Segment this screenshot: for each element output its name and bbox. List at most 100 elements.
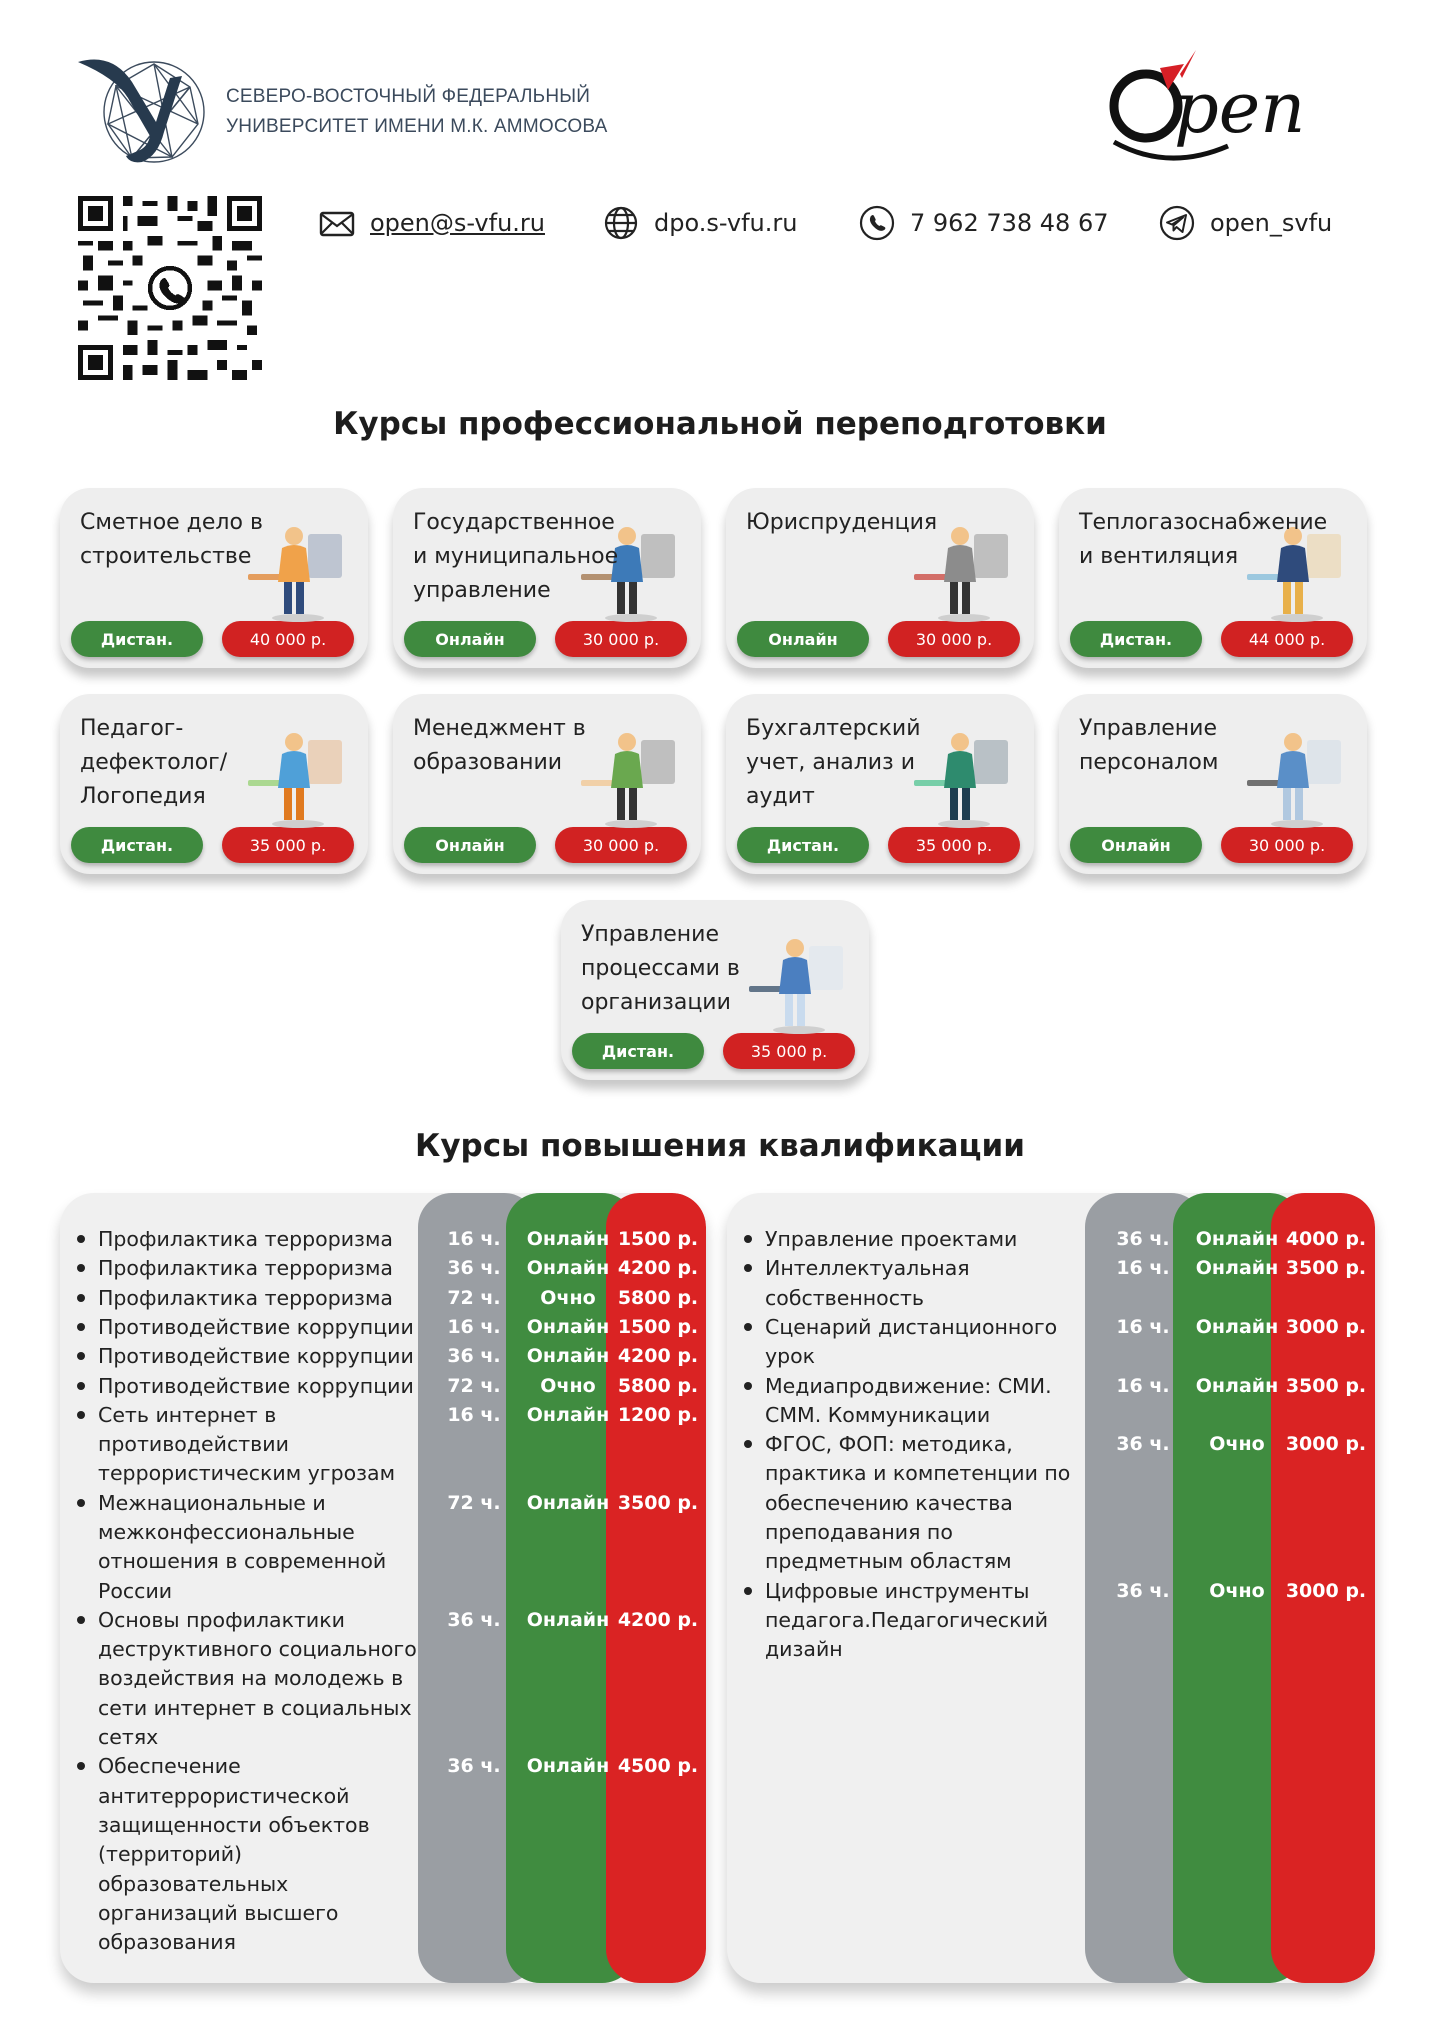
course-price: 4500 р. (617, 1755, 699, 1778)
price-column (606, 1193, 706, 1983)
course-illustration-icon (581, 733, 675, 828)
bullet-icon (77, 1615, 85, 1624)
course-format: Онлайн (526, 1608, 610, 1631)
course-price-badge: 44 000 р. (1221, 621, 1353, 657)
bullet-icon (77, 1322, 85, 1331)
course-price-badge: 30 000 р. (555, 621, 687, 657)
course-format-badge: Дистан. (572, 1033, 704, 1069)
course-hours: 36 ч. (1116, 1579, 1170, 1602)
course-hours: 36 ч. (447, 1345, 501, 1368)
course-hours: 36 ч. (447, 1608, 501, 1631)
course-hours: 36 ч. (447, 1755, 501, 1778)
email-link[interactable]: open@s-vfu.ru (370, 209, 545, 237)
contact-website[interactable]: dpo.s-vfu.ru (602, 204, 797, 242)
course-title: Педагог-дефектолог/ Логопедия (80, 716, 228, 809)
course-title: Сметное дело в строительстве (80, 510, 263, 569)
course-title: Менеджмент в образовании (413, 716, 586, 775)
course-price-badge: 40 000 р. (222, 621, 354, 657)
course-hours: 16 ч. (1116, 1315, 1170, 1338)
course-price-badge: 35 000 р. (888, 827, 1020, 863)
course-title: Государственное и муниципальное управлен… (413, 510, 619, 603)
bullet-icon (77, 1264, 85, 1273)
bullet-icon (77, 1235, 85, 1243)
bullet-icon (77, 1293, 85, 1302)
course-title: Теплогазоснабжение и вентиляция (1079, 510, 1328, 569)
qr-code-image[interactable] (78, 196, 262, 380)
course-hours: 36 ч. (1116, 1433, 1170, 1456)
contact-phone[interactable]: 7 962 738 48 67 (858, 204, 1108, 242)
bullet-icon (744, 1264, 752, 1273)
qualification-panel-right: Управление проектами 36 ч. Онлайн 4000 р. Ин… (727, 1193, 1375, 1983)
course-format: Онлайн (526, 1228, 610, 1250)
retraining-section-title: Курсы профессиональной переподготовки (333, 406, 1107, 442)
course-price-badge: 30 000 р. (555, 827, 687, 863)
bullet-icon (744, 1235, 752, 1243)
university-name-line2: УНИВЕРСИТЕТ ИМЕНИ М.К. АММОСОВА (226, 116, 608, 137)
course-name: Профилактика терроризма (98, 1256, 393, 1281)
course-format: Очно (1209, 1579, 1265, 1602)
course-format: Очно (540, 1286, 596, 1309)
course-price: 1200 р. (617, 1403, 699, 1426)
course-name: Основы профилактики деструктивного социа… (98, 1607, 417, 1750)
course-name: Управление проектами (765, 1227, 1018, 1251)
university-logo (78, 59, 205, 163)
course-name: Профилактика терроризма (98, 1227, 393, 1251)
course-illustration-icon (749, 939, 843, 1034)
course-price: 4200 р. (617, 1345, 699, 1368)
course-illustration-icon (248, 527, 342, 622)
course-name: Интеллектуальная собственность (765, 1256, 970, 1310)
course-hours: 16 ч. (1116, 1374, 1170, 1397)
course-price: 3000 р. (1285, 1579, 1367, 1602)
course-format: Онлайн (526, 1315, 610, 1338)
mail-icon (319, 211, 355, 237)
university-name-line1: СЕВЕРО-ВОСТОЧНЫЙ ФЕДЕРАЛЬНЫЙ (226, 86, 591, 107)
course-format-badge: Онлайн (404, 621, 536, 657)
price-column (1271, 1193, 1375, 1983)
qualification-panel-left: Профилактика терроризма 16 ч. Онлайн 1500 р… (60, 1193, 706, 1983)
course-hours: 72 ч. (447, 1374, 501, 1397)
course-name: Противодействие коррупции (98, 1373, 414, 1398)
course-format-badge: Дистан. (1070, 621, 1202, 657)
course-name: Профилактика терроризма (98, 1285, 393, 1310)
course-format: Очно (1209, 1433, 1265, 1456)
course-format: Онлайн (1195, 1257, 1279, 1280)
course-name: Медиапродвижение: СМИ. СММ. Коммуникации (765, 1373, 1052, 1427)
bullet-icon (77, 1410, 85, 1419)
course-format-badge: Онлайн (737, 621, 869, 657)
course-price-badge: 30 000 р. (1221, 827, 1353, 863)
course-price: 3000 р. (1285, 1315, 1367, 1338)
course-price: 4200 р. (617, 1608, 699, 1631)
telegram-icon (1159, 205, 1195, 241)
open-brand-logo: pen (1109, 50, 1305, 161)
course-price: 1500 р. (617, 1315, 699, 1338)
bullet-icon (744, 1322, 752, 1331)
course-price-badge: 35 000 р. (222, 827, 354, 863)
course-name: ФГОС, ФОП: методика, практика и компетен… (765, 1432, 1071, 1574)
bullet-icon (77, 1498, 85, 1507)
contact-telegram[interactable]: open_svfu (1158, 204, 1332, 242)
course-price: 5800 р. (617, 1374, 699, 1397)
globe-icon (604, 206, 638, 240)
course-price: 4000 р. (1285, 1228, 1367, 1250)
course-format: Очно (540, 1374, 596, 1397)
website-link[interactable]: dpo.s-vfu.ru (654, 209, 798, 237)
phone-number[interactable]: 7 962 738 48 67 (910, 209, 1109, 237)
telegram-handle[interactable]: open_svfu (1210, 209, 1333, 237)
contact-email[interactable]: open@s-vfu.ru (318, 204, 545, 242)
qualification-section-title: Курсы повышения квалификации (415, 1128, 1025, 1164)
course-format: Онлайн (1195, 1228, 1279, 1250)
course-price-badge: 30 000 р. (888, 621, 1020, 657)
course-format: Онлайн (526, 1755, 610, 1778)
course-format: Онлайн (1195, 1315, 1279, 1338)
course-card[interactable]: Государственное и муниципальное управлен… (393, 488, 701, 668)
course-hours: 16 ч. (447, 1228, 501, 1250)
course-name: Цифровые инструменты педагога.Педагогиче… (765, 1578, 1049, 1662)
